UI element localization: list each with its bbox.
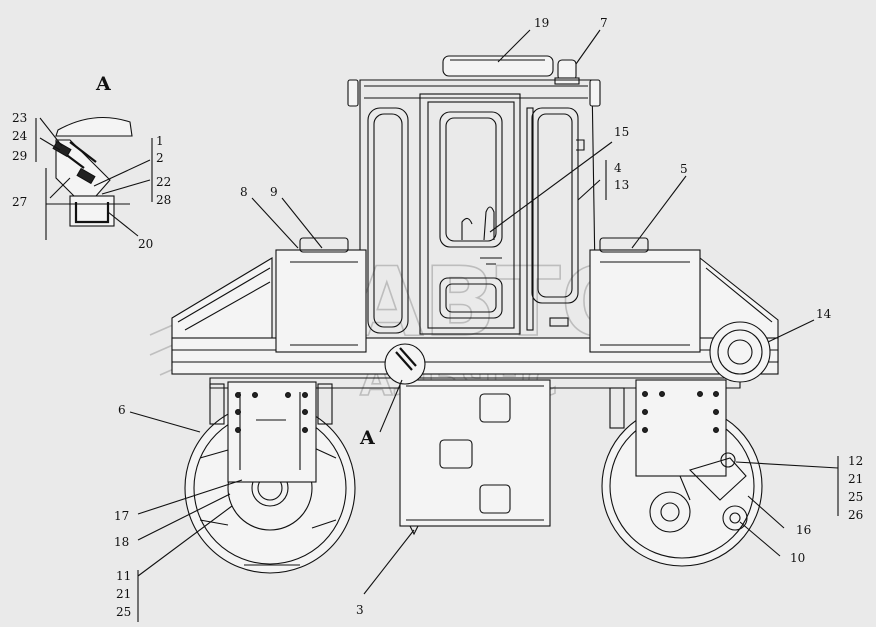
callout-8: 8 [240,185,248,199]
detail-labels: A 23 24 29 1 2 22 28 27 20 [12,73,171,251]
callout-3: 3 [356,603,364,617]
callout-6: 6 [118,403,126,417]
vibration-motor [688,457,747,501]
detail-a-circle [384,343,426,385]
mirror-right [589,79,601,107]
detail-callout-1: 1 [156,134,164,148]
door-lower-window [439,277,503,319]
callout-labels: 19 7 15 4 13 5 8 9 14 6 12 21 25 26 16 1… [114,16,863,619]
callout-16: 16 [796,523,811,537]
door-window [439,111,503,248]
beacon-lamp [557,59,577,81]
callout-5: 5 [680,162,688,176]
drum-right [601,379,763,567]
cab-window-right [531,107,579,304]
callout-25-right: 25 [848,490,863,504]
callout-9: 9 [270,185,278,199]
detail-view-title: A [95,73,111,95]
callout-17: 17 [114,509,129,523]
detail-callout-27: 27 [12,195,27,209]
detail-callout-2: 2 [156,151,164,165]
callout-7: 7 [600,16,608,30]
callout-25-left: 25 [116,605,131,619]
detail-callout-28: 28 [156,193,171,207]
callout-19: 19 [534,16,549,30]
detail-cover-plate [55,117,133,137]
detail-callout-24: 24 [12,129,28,143]
callout-21-right: 21 [848,472,863,486]
callout-26: 26 [848,508,863,522]
drum-support-center [399,379,551,527]
callout-13: 13 [614,178,629,192]
drum-right-bracket [635,379,727,477]
machine-frame [171,237,779,536]
cab-door [419,93,521,335]
drum-left [184,381,356,574]
callout-11: 11 [116,569,131,583]
detail-callout-23: 23 [12,111,27,125]
detail-view-a [45,117,133,240]
cab-window-left [367,107,409,334]
detail-callout-29: 29 [12,149,27,163]
fuel-tank-right [589,249,701,353]
mirror-left [347,79,359,107]
guide-wheel [709,321,771,383]
section-marker-a: A [359,427,375,449]
callout-10: 10 [790,551,805,565]
operator-cab [347,55,601,339]
callout-15: 15 [614,125,629,139]
fuel-tank-left [275,249,367,353]
air-conditioner-unit [442,55,554,77]
leader-lines [35,29,839,622]
callout-12: 12 [848,454,863,468]
callout-21-left: 21 [116,587,131,601]
drum-left-bracket [227,381,317,483]
callout-18: 18 [114,535,129,549]
callout-14: 14 [816,307,832,321]
steering-wheel [461,206,495,241]
detail-callout-20: 20 [138,237,153,251]
detail-callout-22: 22 [156,175,171,189]
callout-4: 4 [614,161,622,175]
